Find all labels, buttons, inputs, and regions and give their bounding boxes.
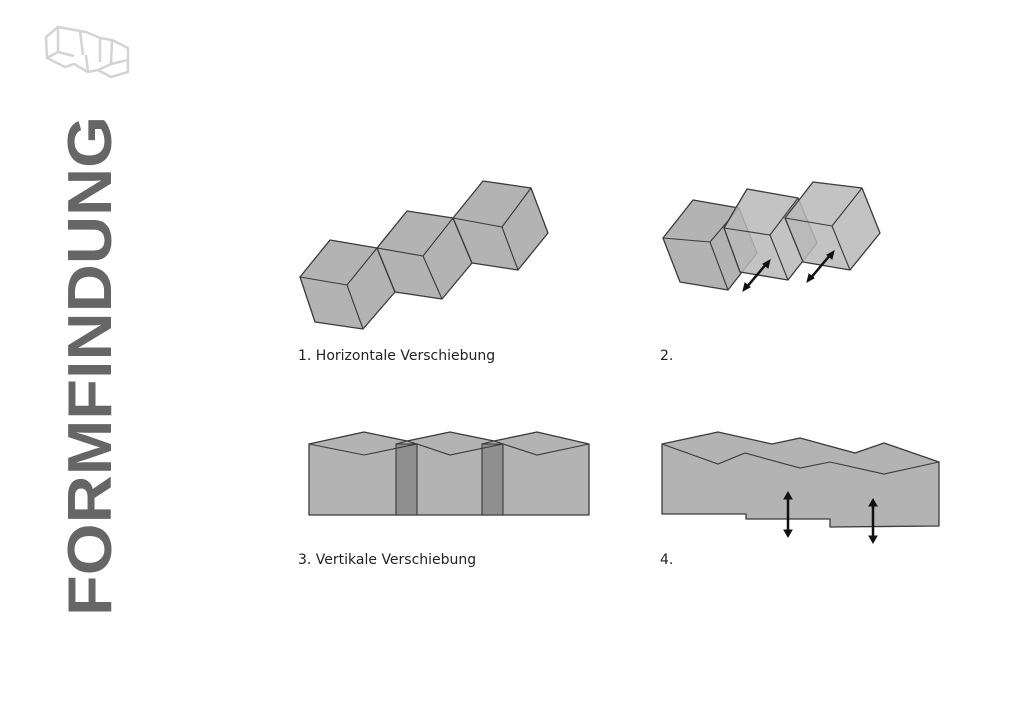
diagram-3-label: 3. Vertikale Verschiebung [298,552,477,568]
cube-row-logo-icon [44,25,130,79]
diagram-depth-shift [662,181,881,293]
vertical-double-arrow-icon [783,490,793,539]
diagram-1-label: 1. Horizontale Verschiebung [298,348,496,364]
diagram-4-label: 4. [660,552,674,568]
double-arrow-icon [742,258,771,293]
vertical-double-arrow-icon [868,497,878,545]
double-arrow-icon [806,249,835,284]
diagram-vertical-shift [308,431,590,516]
diagram-stepped-volume [661,431,940,545]
page-title: FORMFINDUNG [56,116,125,616]
diagram-2-label: 2. [660,348,674,364]
diagram-horizontal-shift [299,180,549,330]
